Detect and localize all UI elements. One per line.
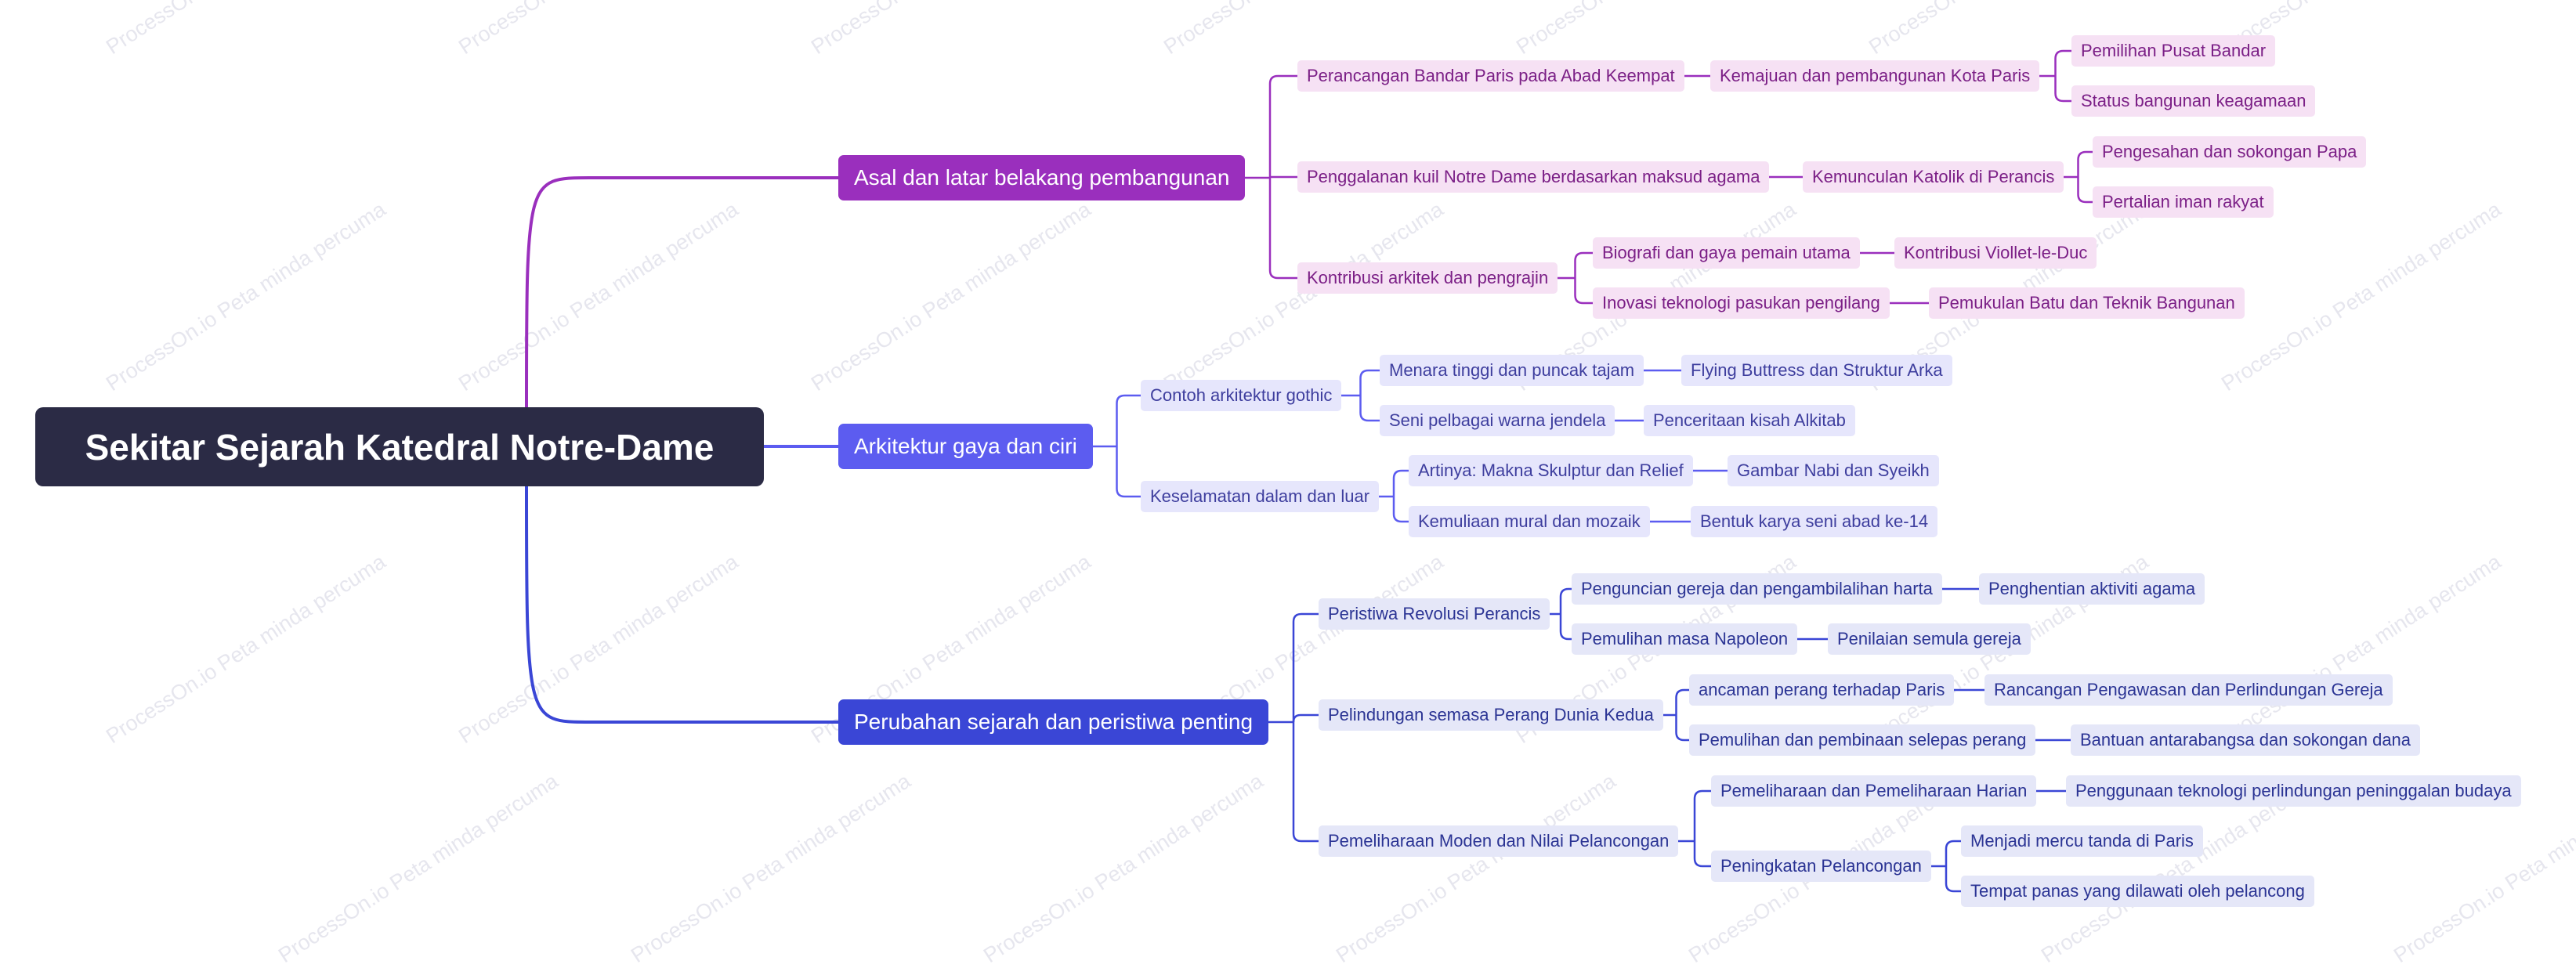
connector-line: [1268, 175, 1297, 179]
subtopic-node[interactable]: Penguncian gereja dan pengambilalihan ha…: [1572, 573, 1942, 605]
connector-line: [1675, 715, 1689, 742]
root-node[interactable]: Sekitar Sejarah Katedral Notre-Dame: [35, 407, 764, 486]
subtopic-node[interactable]: Menara tinggi dan puncak tajam: [1380, 355, 1644, 386]
subtopic-node[interactable]: Kontribusi Viollet-le-Duc: [1894, 237, 2097, 269]
subtopic-node[interactable]: Artinya: Makna Skulptur dan Relief: [1409, 455, 1693, 486]
subtopic-node[interactable]: Contoh arkitektur gothic: [1141, 380, 1342, 411]
subtopic-node[interactable]: Perancangan Bandar Paris pada Abad Keemp…: [1297, 60, 1684, 92]
connector-line: [1292, 713, 1319, 723]
connector-line: [1392, 497, 1409, 523]
branch-node[interactable]: Perubahan sejarah dan peristiwa penting: [838, 699, 1269, 745]
connector-line: [2077, 177, 2093, 204]
subtopic-node[interactable]: Bantuan antarabangsa dan sokongan dana: [2071, 724, 2421, 756]
subtopic-node[interactable]: Rancangan Pengawasan dan Perlindungan Ge…: [1984, 674, 2393, 706]
connector-line: [1268, 178, 1297, 280]
subtopic-node[interactable]: Peristiwa Revolusi Perancis: [1319, 598, 1550, 630]
connector-line: [1559, 587, 1572, 614]
subtopic-node[interactable]: ancaman perang terhadap Paris: [1689, 674, 1955, 706]
subtopic-node[interactable]: Biografi dan gaya pemain utama: [1593, 237, 1860, 269]
subtopic-node[interactable]: Penggalanan kuil Notre Dame berdasarkan …: [1297, 161, 1770, 193]
connector-line: [1574, 251, 1593, 278]
connector-line: [1292, 722, 1319, 843]
connector-line: [1116, 394, 1141, 446]
connector-line: [1574, 278, 1593, 305]
subtopic-node[interactable]: Kemuliaan mural dan mozaik: [1409, 506, 1650, 537]
subtopic-node[interactable]: Pengesahan dan sokongan Papa: [2093, 136, 2367, 168]
subtopic-node[interactable]: Pemukulan Batu dan Teknik Bangunan: [1929, 287, 2245, 319]
connector-line: [1675, 688, 1689, 715]
subtopic-node[interactable]: Pelindungan semasa Perang Dunia Kedua: [1319, 699, 1663, 731]
subtopic-node[interactable]: Penggunaan teknologi perlindungan pening…: [2066, 775, 2521, 807]
subtopic-node[interactable]: Gambar Nabi dan Syeikh: [1728, 455, 1939, 486]
subtopic-node[interactable]: Kontribusi arkitek dan pengrajin: [1297, 262, 1558, 294]
subtopic-node[interactable]: Flying Buttress dan Struktur Arka: [1681, 355, 1952, 386]
subtopic-node[interactable]: Kemajuan dan pembangunan Kota Paris: [1710, 60, 2040, 92]
subtopic-node[interactable]: Pemulihan masa Napoleon: [1572, 623, 1798, 655]
connector-line: [1945, 840, 1961, 866]
connector-line: [1693, 841, 1711, 868]
connector-line: [1693, 789, 1711, 841]
subtopic-node[interactable]: Penceritaan kisah Alkitab: [1644, 405, 1855, 436]
connector-line: [1359, 369, 1380, 396]
connector-line: [1268, 74, 1297, 178]
connector-line: [2054, 76, 2071, 103]
connector-line: [1292, 612, 1319, 722]
branch-node[interactable]: Arkitektur gaya dan ciri: [838, 424, 1093, 469]
connector-line: [1559, 614, 1572, 641]
subtopic-node[interactable]: Status bangunan keagamaan: [2071, 85, 2316, 117]
subtopic-node[interactable]: Kemunculan Katolik di Perancis: [1803, 161, 2064, 193]
connector-line: [1945, 866, 1961, 893]
subtopic-node[interactable]: Pemilihan Pusat Bandar: [2071, 35, 2276, 67]
subtopic-node[interactable]: Pemulihan dan pembinaan selepas perang: [1689, 724, 2036, 756]
connector-line: [525, 486, 838, 724]
branch-node[interactable]: Asal dan latar belakang pembangunan: [838, 155, 1246, 200]
subtopic-node[interactable]: Bentuk karya seni abad ke-14: [1691, 506, 1938, 537]
connector-line: [2077, 150, 2093, 177]
subtopic-node[interactable]: Peningkatan Pelancongan: [1711, 851, 1931, 882]
connector-line: [525, 176, 838, 408]
connector-line: [1359, 396, 1380, 422]
subtopic-node[interactable]: Penilaian semula gereja: [1828, 623, 2031, 655]
connector-line: [1392, 469, 1409, 497]
subtopic-node[interactable]: Penghentian aktiviti agama: [1979, 573, 2205, 605]
subtopic-node[interactable]: Pertalian iman rakyat: [2093, 186, 2274, 218]
subtopic-node[interactable]: Inovasi teknologi pasukan pengilang: [1593, 287, 1890, 319]
subtopic-node[interactable]: Seni pelbagai warna jendela: [1380, 405, 1615, 436]
subtopic-node[interactable]: Pemeliharaan dan Pemeliharaan Harian: [1711, 775, 2037, 807]
connector-line: [1116, 446, 1141, 498]
connector-line: [2054, 49, 2071, 76]
subtopic-node[interactable]: Menjadi mercu tanda di Paris: [1961, 825, 2203, 857]
subtopic-node[interactable]: Pemeliharaan Moden dan Nilai Pelancongan: [1319, 825, 1679, 857]
subtopic-node[interactable]: Keselamatan dalam dan luar: [1141, 481, 1380, 512]
subtopic-node[interactable]: Tempat panas yang dilawati oleh pelancon…: [1961, 876, 2314, 907]
